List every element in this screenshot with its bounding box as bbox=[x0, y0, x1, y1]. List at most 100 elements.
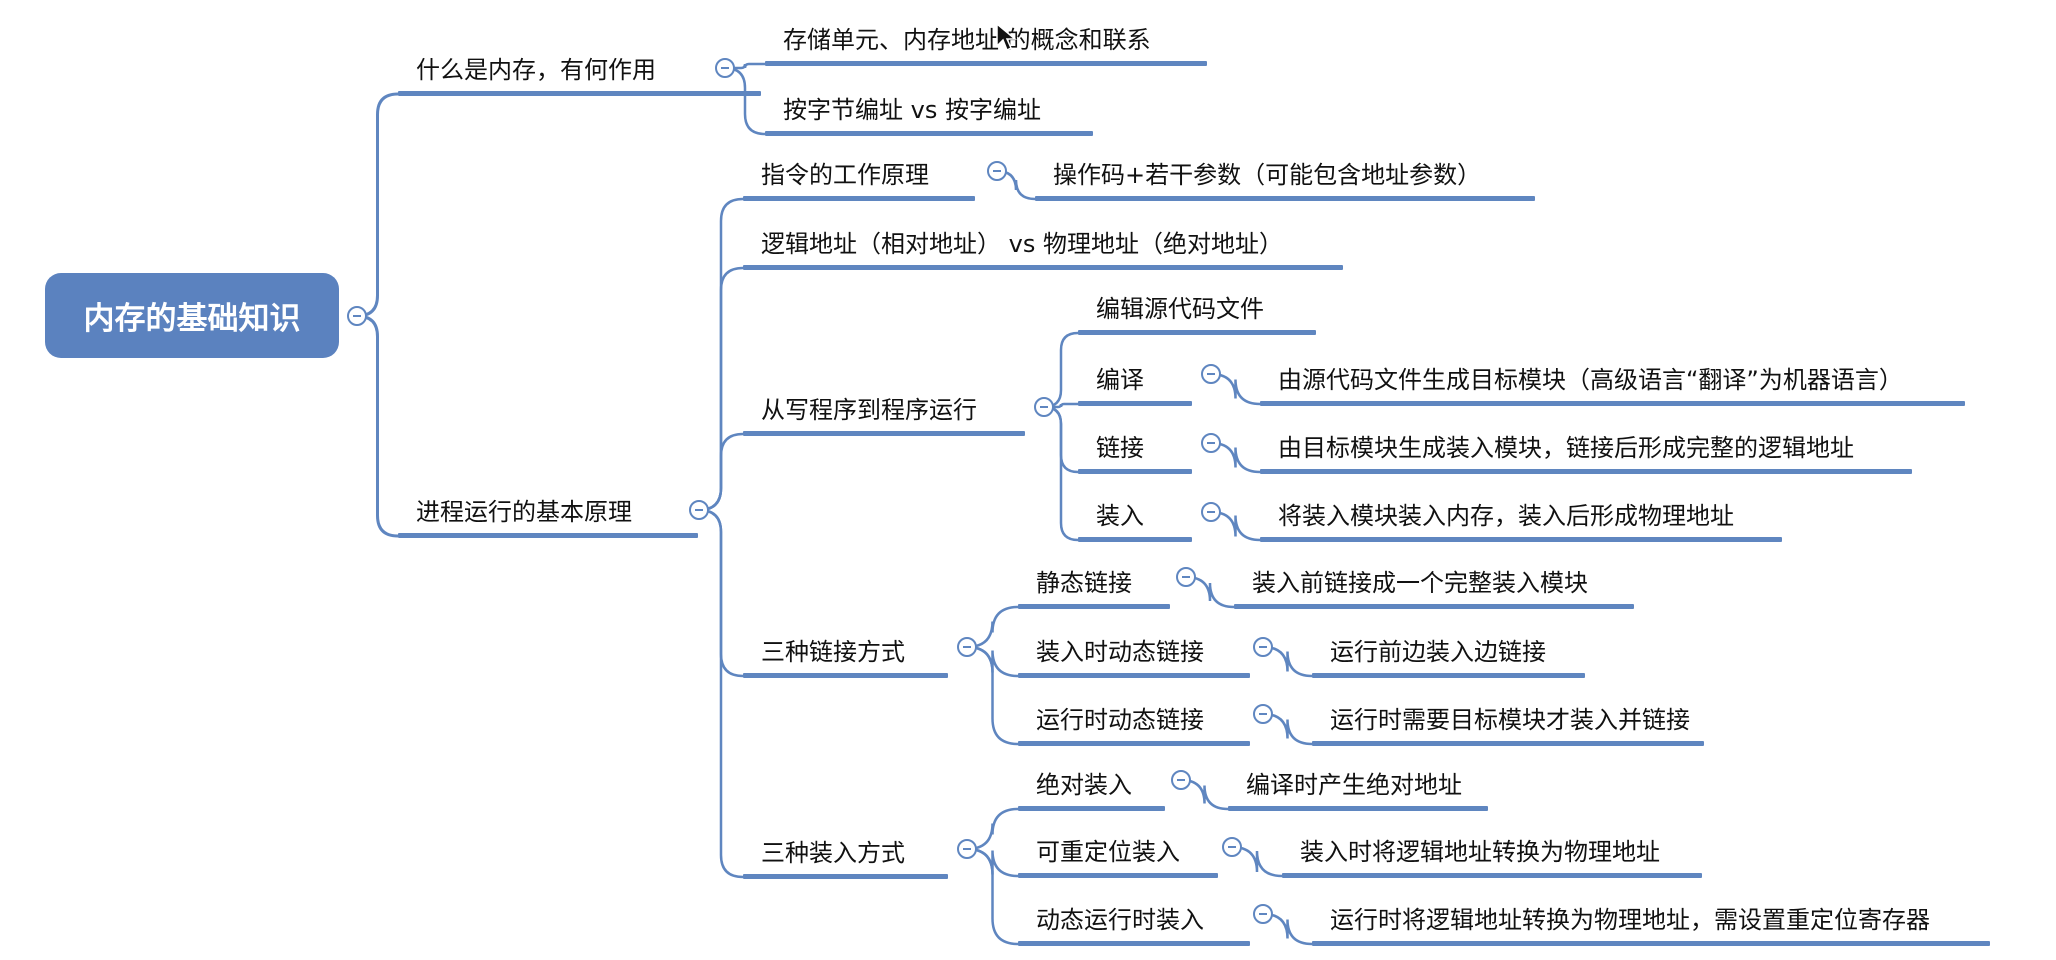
connector-line bbox=[996, 169, 1036, 201]
load-collapse-icon[interactable] bbox=[1201, 502, 1221, 522]
program-to-run-collapse-icon[interactable] bbox=[1034, 397, 1054, 417]
method-underline bbox=[1018, 806, 1165, 811]
step-load[interactable]: 装入 bbox=[1078, 496, 1192, 542]
connector-line bbox=[1262, 645, 1313, 678]
detail-run-time-link[interactable]: 运行时需要目标模块才装入并链接 bbox=[1312, 700, 1704, 746]
connector-line bbox=[1043, 331, 1079, 409]
method-label: 运行时动态链接 bbox=[1036, 706, 1204, 734]
connector-line bbox=[698, 508, 744, 879]
connector-line bbox=[356, 314, 399, 538]
absolute-load-collapse-icon[interactable] bbox=[1171, 770, 1191, 790]
step-link[interactable]: 链接 bbox=[1078, 428, 1192, 474]
detail-underline bbox=[1312, 673, 1585, 678]
method-underline bbox=[1018, 873, 1218, 878]
link-methods-collapse-icon[interactable] bbox=[957, 637, 977, 657]
process-principle-collapse-icon[interactable] bbox=[689, 500, 709, 520]
load-method-dynamic-runtime[interactable]: 动态运行时装入 bbox=[1018, 900, 1250, 946]
subtopic-label: 从写程序到程序运行 bbox=[761, 396, 977, 424]
root-topic[interactable]: 内存的基础知识 bbox=[45, 273, 339, 358]
connector-line bbox=[1185, 575, 1235, 609]
topic-what-is-memory[interactable]: 什么是内存，有何作用 bbox=[398, 50, 761, 96]
subtopic-label: 存储单元、内存地址 的概念和联系 bbox=[783, 26, 1151, 54]
connector-line bbox=[1044, 402, 1078, 409]
subtopic-underline bbox=[743, 196, 975, 201]
subtopic-underline bbox=[743, 265, 1343, 270]
method-label: 动态运行时装入 bbox=[1036, 906, 1204, 934]
instruction-collapse-icon[interactable] bbox=[987, 161, 1007, 181]
detail-label: 装入前链接成一个完整装入模块 bbox=[1252, 569, 1588, 597]
subtopic-program-to-run[interactable]: 从写程序到程序运行 bbox=[743, 390, 1025, 436]
link-method-run-time[interactable]: 运行时动态链接 bbox=[1018, 700, 1250, 746]
load-time-link-collapse-icon[interactable] bbox=[1253, 637, 1273, 657]
connector-line bbox=[356, 92, 399, 318]
connector-line bbox=[1210, 372, 1261, 406]
step-compile[interactable]: 编译 bbox=[1078, 360, 1192, 406]
detail-underline bbox=[1260, 469, 1912, 474]
run-time-link-collapse-icon[interactable] bbox=[1253, 704, 1273, 724]
subtopic-underline bbox=[765, 131, 1093, 136]
step-edit-source[interactable]: 编辑源代码文件 bbox=[1078, 289, 1316, 335]
detail-static-link[interactable]: 装入前链接成一个完整装入模块 bbox=[1234, 563, 1634, 609]
detail-dynamic-runtime-load[interactable]: 运行时将逻辑地址转换为物理地址，需设置重定位寄存器 bbox=[1312, 900, 1990, 946]
load-method-absolute[interactable]: 绝对装入 bbox=[1018, 765, 1165, 811]
subtopic-logical-vs-physical[interactable]: 逻辑地址（相对地址） vs 物理地址（绝对地址） bbox=[743, 224, 1343, 270]
subtopic-instruction-principle[interactable]: 指令的工作原理 bbox=[743, 155, 975, 201]
what-is-memory-collapse-icon[interactable] bbox=[715, 58, 735, 78]
root-collapse-icon[interactable] bbox=[347, 306, 367, 326]
link-method-static[interactable]: 静态链接 bbox=[1018, 563, 1170, 609]
load-methods-collapse-icon[interactable] bbox=[957, 839, 977, 859]
static-link-collapse-icon[interactable] bbox=[1176, 567, 1196, 587]
connector-line bbox=[1043, 405, 1079, 542]
link-collapse-icon[interactable] bbox=[1201, 433, 1221, 453]
dynamic-runtime-load-collapse-icon[interactable] bbox=[1253, 904, 1273, 924]
detail-absolute-load[interactable]: 编译时产生绝对地址 bbox=[1228, 765, 1488, 811]
detail-load-time-link[interactable]: 运行前边装入边链接 bbox=[1312, 632, 1585, 678]
subtopic-underline bbox=[743, 673, 948, 678]
subtopic-label: 指令的工作原理 bbox=[761, 161, 929, 189]
detail-compile[interactable]: 由源代码文件生成目标模块（高级语言“翻译”为机器语言） bbox=[1260, 360, 1965, 406]
subtopic-link-methods[interactable]: 三种链接方式 bbox=[743, 632, 948, 678]
connector-line bbox=[1210, 441, 1261, 474]
method-underline bbox=[1018, 941, 1250, 946]
detail-label: 由目标模块生成装入模块，链接后形成完整的逻辑地址 bbox=[1278, 434, 1854, 462]
detail-relocatable-load[interactable]: 装入时将逻辑地址转换为物理地址 bbox=[1282, 832, 1702, 878]
subtopic-byte-vs-word-addressing[interactable]: 按字节编址 vs 按字编址 bbox=[765, 90, 1093, 136]
topic-underline bbox=[398, 533, 698, 538]
step-underline bbox=[1078, 330, 1316, 335]
method-label: 装入时动态链接 bbox=[1036, 638, 1204, 666]
method-label: 可重定位装入 bbox=[1036, 838, 1180, 866]
detail-link[interactable]: 由目标模块生成装入模块，链接后形成完整的逻辑地址 bbox=[1260, 428, 1912, 474]
connector-line bbox=[1180, 778, 1229, 811]
detail-label: 运行时将逻辑地址转换为物理地址，需设置重定位寄存器 bbox=[1330, 906, 1930, 934]
topic-label: 什么是内存，有何作用 bbox=[416, 56, 656, 84]
root-topic-label: 内存的基础知识 bbox=[83, 301, 301, 337]
subtopic-underline bbox=[743, 874, 948, 879]
detail-label: 操作码+若干参数（可能包含地址参数） bbox=[1053, 161, 1482, 189]
detail-load[interactable]: 将装入模块装入内存，装入后形成物理地址 bbox=[1260, 496, 1782, 542]
connector-line bbox=[966, 645, 1019, 746]
subtopic-storage-unit-address[interactable]: 存储单元、内存地址 的概念和联系 bbox=[765, 20, 1207, 66]
link-method-load-time[interactable]: 装入时动态链接 bbox=[1018, 632, 1250, 678]
load-method-relocatable[interactable]: 可重定位装入 bbox=[1018, 832, 1218, 878]
detail-underline bbox=[1260, 401, 1965, 406]
subtopic-underline bbox=[765, 61, 1207, 66]
detail-label: 编译时产生绝对地址 bbox=[1246, 771, 1462, 799]
detail-label: 将装入模块装入内存，装入后形成物理地址 bbox=[1278, 502, 1734, 530]
relocatable-load-collapse-icon[interactable] bbox=[1222, 837, 1242, 857]
detail-underline bbox=[1282, 873, 1702, 878]
step-label: 链接 bbox=[1096, 434, 1144, 462]
connector-line bbox=[1231, 845, 1283, 878]
detail-label: 由源代码文件生成目标模块（高级语言“翻译”为机器语言） bbox=[1278, 366, 1903, 394]
topic-process-principle[interactable]: 进程运行的基本原理 bbox=[398, 492, 698, 538]
compile-collapse-icon[interactable] bbox=[1201, 364, 1221, 384]
connector-line bbox=[966, 605, 1019, 649]
detail-opcode-params[interactable]: 操作码+若干参数（可能包含地址参数） bbox=[1035, 155, 1535, 201]
method-label: 绝对装入 bbox=[1036, 771, 1132, 799]
connector-line bbox=[1262, 712, 1313, 746]
detail-label: 运行前边装入边链接 bbox=[1330, 638, 1546, 666]
detail-underline bbox=[1228, 806, 1488, 811]
subtopic-load-methods[interactable]: 三种装入方式 bbox=[743, 833, 948, 879]
step-label: 装入 bbox=[1096, 502, 1144, 530]
step-label: 编辑源代码文件 bbox=[1096, 295, 1264, 323]
